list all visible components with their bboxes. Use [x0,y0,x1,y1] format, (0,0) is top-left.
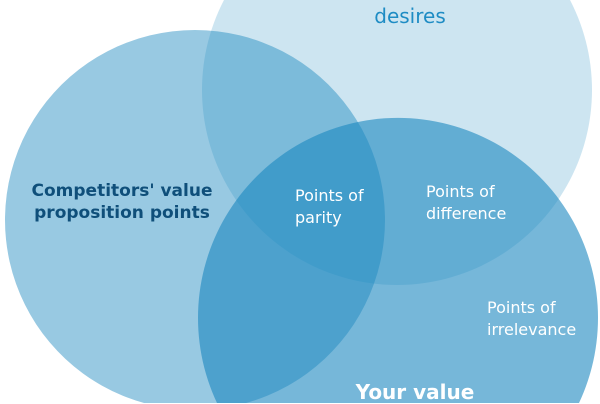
difference-line2: difference [426,204,507,223]
points-of-difference-label: Points of difference [426,181,506,225]
competitors-title-line2: proposition points [34,203,210,223]
difference-line1: Points of [426,182,495,201]
your-value-circle [198,118,598,403]
points-of-parity-label: Points of parity [270,185,405,229]
competitors-title-line1: Competitors' value [31,181,213,201]
irrelevance-line1: Points of [487,298,556,317]
irrelevance-line2: irrelevance [487,320,577,339]
competitors-circle-title: Competitors' value proposition points [12,180,232,224]
your-value-circle-title: Your value [355,380,475,404]
parity-line2: parity [295,208,342,227]
parity-line1: Points of [295,186,364,205]
customer-circle-title: desires [374,4,446,28]
points-of-irrelevance-label: Points of irrelevance [487,297,576,341]
